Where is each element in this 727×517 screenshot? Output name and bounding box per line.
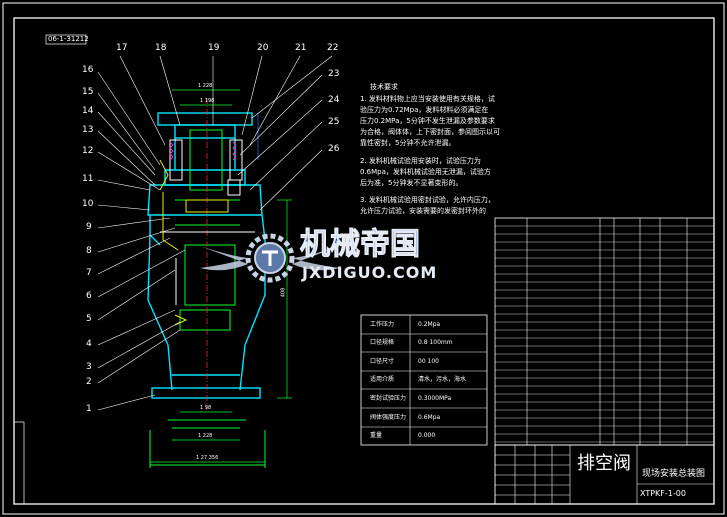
part-number: 4 [86, 339, 92, 349]
dimension-top-outer: 1 228 [198, 83, 213, 89]
dimension-bottom-inner: 1 98 [200, 405, 212, 411]
corner-drawing-number: 06-1-31212 [48, 35, 89, 43]
notes-line: 允许压力试验，安装需要的发密封环外的 [360, 207, 486, 215]
spec-label: 口径规格 [370, 339, 395, 346]
part-number: 1 [86, 404, 92, 414]
dimension-bottom-outer: 1 228 [198, 433, 213, 439]
notes-line: 后为准，5分钟发不显著变形的。 [360, 179, 463, 187]
part-number: 8 [86, 246, 92, 256]
dimension-overall-width: 1 27 356 [196, 455, 219, 461]
spec-value: 00 100 [418, 358, 439, 365]
part-number: 26 [328, 144, 340, 154]
spec-value: 清水，污水，海水 [418, 376, 467, 383]
part-number: 11 [82, 174, 94, 184]
title-block-drawing-number: XTPKF-1-00 [640, 489, 686, 498]
part-number: 13 [82, 125, 94, 135]
spec-label: 口径尺寸 [370, 358, 395, 365]
spec-label: 重量 [370, 432, 383, 439]
part-number: 22 [327, 43, 339, 53]
part-number: 21 [295, 43, 307, 53]
notes-line: 验压力为0.72Mpa，发料材料必须满足在 [360, 106, 489, 114]
dimension-height: 408 [280, 287, 287, 298]
spec-label: 工作压力 [370, 321, 395, 328]
notes-line: 3. 发料机械试验用密封试验，允许内压力， [360, 196, 495, 204]
notes-line: 靠性密封，5分钟不允许泄漏。 [360, 139, 456, 147]
spec-label: 适用介质 [370, 376, 395, 383]
notes-title: 技术要求 [370, 83, 398, 91]
part-number: 10 [82, 199, 94, 209]
spec-label: 密封试验压力 [370, 395, 407, 402]
notes-line: 2. 发料机械试验用安装时，试验压力为 [360, 157, 481, 165]
gear-logo-icon [200, 233, 340, 283]
spec-label: 阀体强度压力 [370, 414, 407, 421]
part-number: 3 [86, 362, 92, 372]
part-number: 23 [328, 69, 340, 79]
part-number: 2 [86, 377, 92, 387]
part-number: 5 [86, 314, 92, 324]
part-number: 7 [86, 268, 92, 278]
part-number: 15 [82, 87, 94, 97]
dimension-top-inner: 1 198 [200, 98, 215, 104]
part-number: 24 [328, 95, 340, 105]
spec-value: 0.000 [418, 432, 436, 439]
part-number: 17 [116, 43, 128, 53]
notes-line: 0.6Mpa，发料机械试验用无泄漏，试验方 [360, 168, 491, 176]
title-block-drawing-title: 现场安装总装图 [642, 469, 706, 479]
part-number: 16 [82, 65, 94, 75]
part-number: 19 [208, 43, 220, 53]
title-block-name: 排空阀 [577, 453, 631, 474]
spec-value: 0.2Mpa [418, 321, 441, 328]
spec-value: 0.6Mpa [418, 414, 441, 421]
notes-line: 为合格，阀体体，上下密封面，参阅图示以可 [360, 128, 500, 136]
watermark-en: JXDIGUO.COM [302, 263, 438, 282]
part-number: 18 [155, 43, 167, 53]
watermark-cn: 机械帝国 [300, 227, 421, 262]
part-number: 12 [82, 146, 94, 156]
spec-value: 0.3000MPa [418, 395, 452, 402]
part-number: 9 [86, 222, 92, 232]
spec-value: 0.8 100mm [418, 339, 453, 346]
part-number: 25 [328, 117, 340, 127]
part-number: 14 [82, 106, 94, 116]
part-number: 6 [86, 291, 92, 301]
notes-line: 压力0.2MPa，5分钟不发生泄漏及参数要求 [360, 117, 495, 125]
notes-line: 1. 发料材料物上应当安装使用有关规格，试 [360, 95, 495, 103]
part-number: 20 [257, 43, 269, 53]
